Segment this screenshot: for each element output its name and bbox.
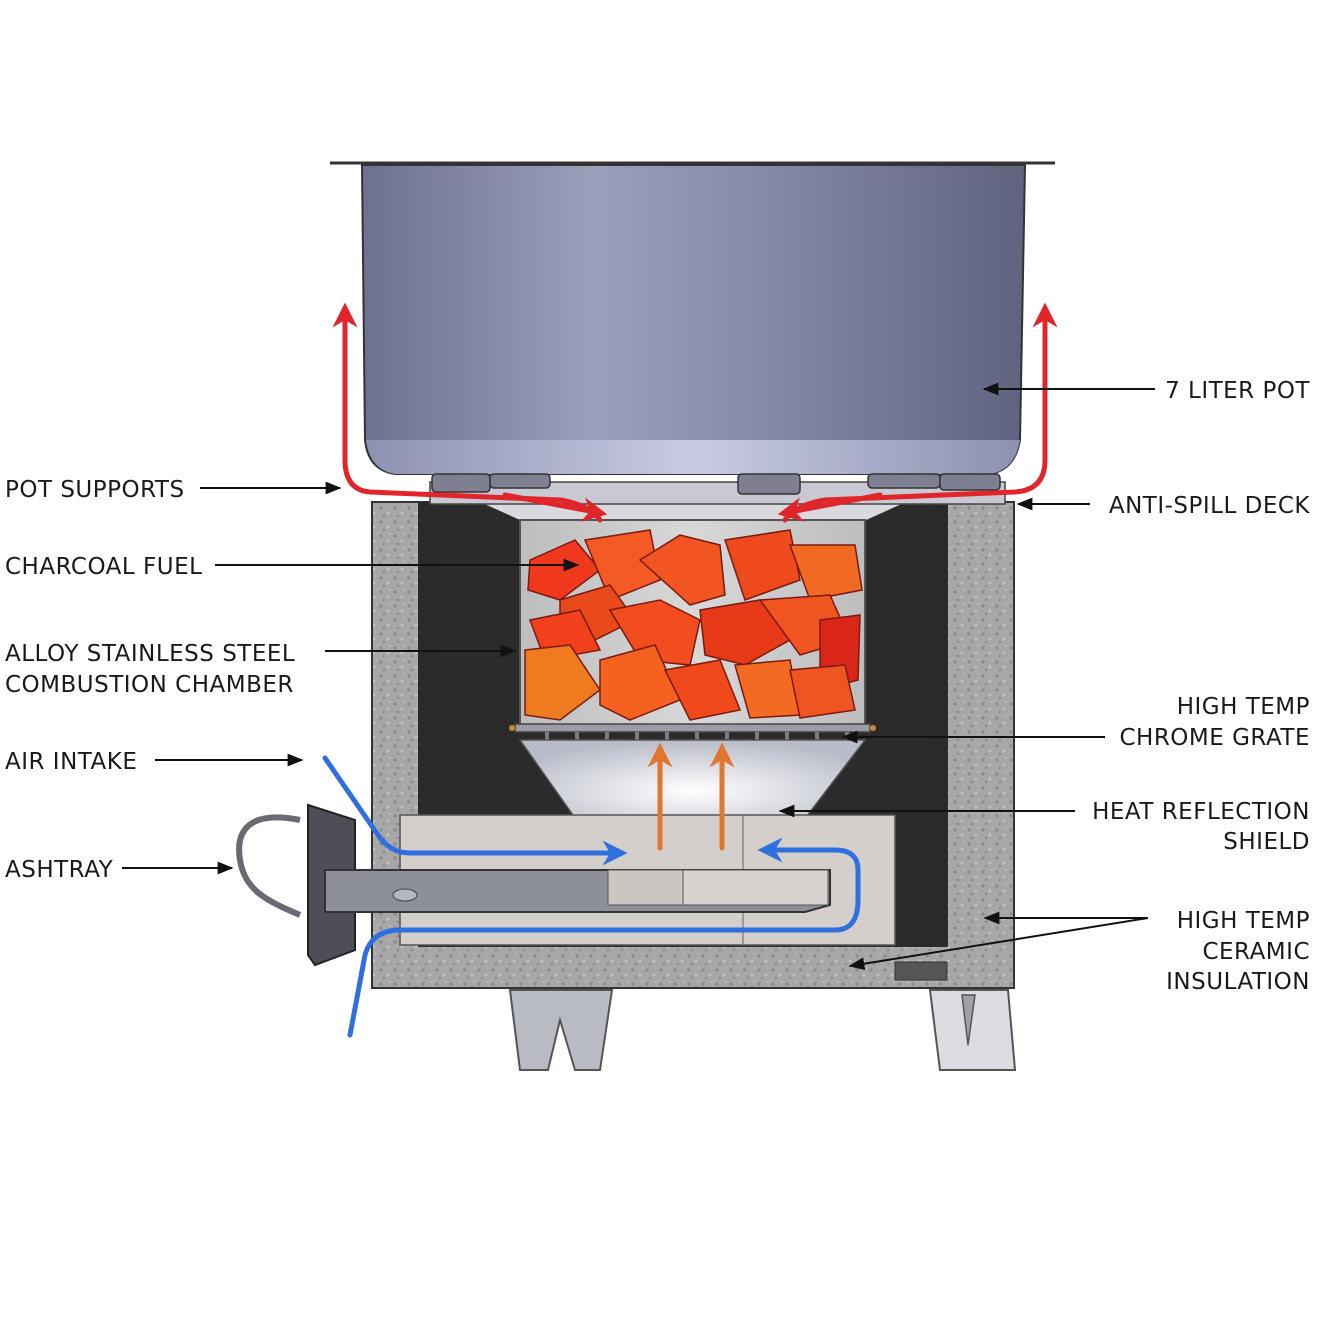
label-grate-line2: CHROME GRATE bbox=[1119, 725, 1310, 751]
label-anti-spill-deck: ANTI-SPILL DECK bbox=[1109, 493, 1311, 519]
air-intake-arrow-upper bbox=[322, 755, 628, 866]
leader-lines bbox=[122, 382, 1155, 971]
label-grate-line1: HIGH TEMP bbox=[1177, 694, 1310, 720]
label-shield-line2: SHIELD bbox=[1223, 829, 1310, 855]
hot-air-inflow-right bbox=[777, 492, 883, 522]
heat-rising-arrows bbox=[647, 742, 735, 851]
air-intake-flow-arrows bbox=[322, 755, 861, 1038]
label-shield-line1: HEAT REFLECTION bbox=[1092, 799, 1310, 825]
label-pot-supports: POT SUPPORTS bbox=[5, 477, 185, 503]
pot bbox=[330, 161, 1055, 475]
charcoal-fuel bbox=[524, 529, 863, 721]
air-intake-arrow-lower bbox=[347, 837, 861, 1038]
chrome-grate bbox=[509, 723, 876, 740]
pot-supports bbox=[431, 473, 1001, 495]
label-insulation-line3: INSULATION bbox=[1166, 969, 1310, 995]
stove-legs bbox=[508, 989, 1017, 1071]
label-chamber-line2: COMBUSTION CHAMBER bbox=[5, 672, 294, 698]
label-air-intake: AIR INTAKE bbox=[5, 749, 137, 775]
label-chamber-line1: ALLOY STAINLESS STEEL bbox=[5, 641, 295, 667]
label-insulation-line2: CERAMIC bbox=[1202, 939, 1310, 965]
hot-air-flow-arrows bbox=[332, 302, 1058, 523]
label-ashtray: ASHTRAY bbox=[5, 857, 114, 883]
ashtray bbox=[236, 803, 831, 967]
hot-air-inflow-left bbox=[502, 492, 608, 522]
label-insulation-line1: HIGH TEMP bbox=[1177, 908, 1310, 934]
labels: 7 LITER POT POT SUPPORTS ANTI-SPILL DECK… bbox=[5, 378, 1310, 995]
label-charcoal-fuel: CHARCOAL FUEL bbox=[5, 554, 202, 580]
label-pot: 7 LITER POT bbox=[1165, 378, 1310, 404]
